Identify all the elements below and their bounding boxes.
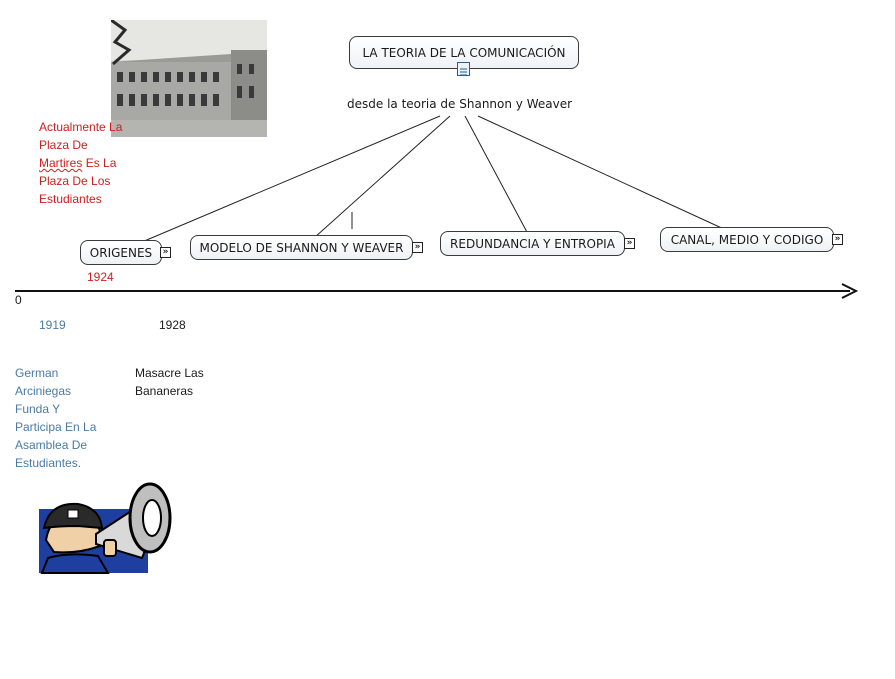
expand-chevrons-icon[interactable]: »: [832, 234, 843, 245]
year-1919: 1919: [39, 318, 66, 332]
connector-origenes: [141, 115, 441, 243]
node-modelo[interactable]: MODELO DE SHANNON Y WEAVER: [190, 235, 413, 260]
building-photo: [111, 20, 267, 137]
node-redundancia-label: REDUNDANCIA Y ENTROPIA: [450, 236, 615, 251]
note-plaza: Actualmente La Plaza De Martires Es La P…: [39, 120, 123, 206]
year-1928: 1928: [159, 318, 186, 332]
expand-chevrons-icon[interactable]: »: [412, 242, 423, 253]
link-phrase: desde la teoria de Shannon y Weaver: [347, 97, 573, 111]
note-arciniegas: German Arciniegas Funda Y Participa En L…: [15, 366, 97, 470]
node-redundancia[interactable]: REDUNDANCIA Y ENTROPIA: [440, 231, 625, 256]
connector-modelo: [313, 115, 451, 239]
connector-canal: [477, 115, 727, 231]
connector-redundancia: [464, 115, 529, 235]
node-canal[interactable]: CANAL, MEDIO Y CODIGO: [660, 227, 834, 252]
root-node-label: LA TEORIA DE LA COMUNICACIÓN: [362, 45, 566, 60]
expand-chevrons-icon[interactable]: »: [160, 247, 171, 258]
document-icon[interactable]: [457, 62, 470, 76]
expand-chevrons-icon[interactable]: »: [624, 238, 635, 249]
timeline-start-label: 0: [15, 293, 22, 307]
megaphone-man-clipart: [38, 482, 173, 574]
node-origenes[interactable]: ORIGENES: [80, 240, 162, 265]
node-origenes-label: ORIGENES: [89, 245, 153, 260]
node-canal-label: CANAL, MEDIO Y CODIGO: [670, 232, 824, 247]
note-masacre: Masacre Las Bananeras: [135, 366, 204, 398]
timeline-arrowhead: [841, 283, 859, 299]
year-1924: 1924: [87, 270, 114, 284]
node-modelo-label: MODELO DE SHANNON Y WEAVER: [199, 240, 404, 255]
